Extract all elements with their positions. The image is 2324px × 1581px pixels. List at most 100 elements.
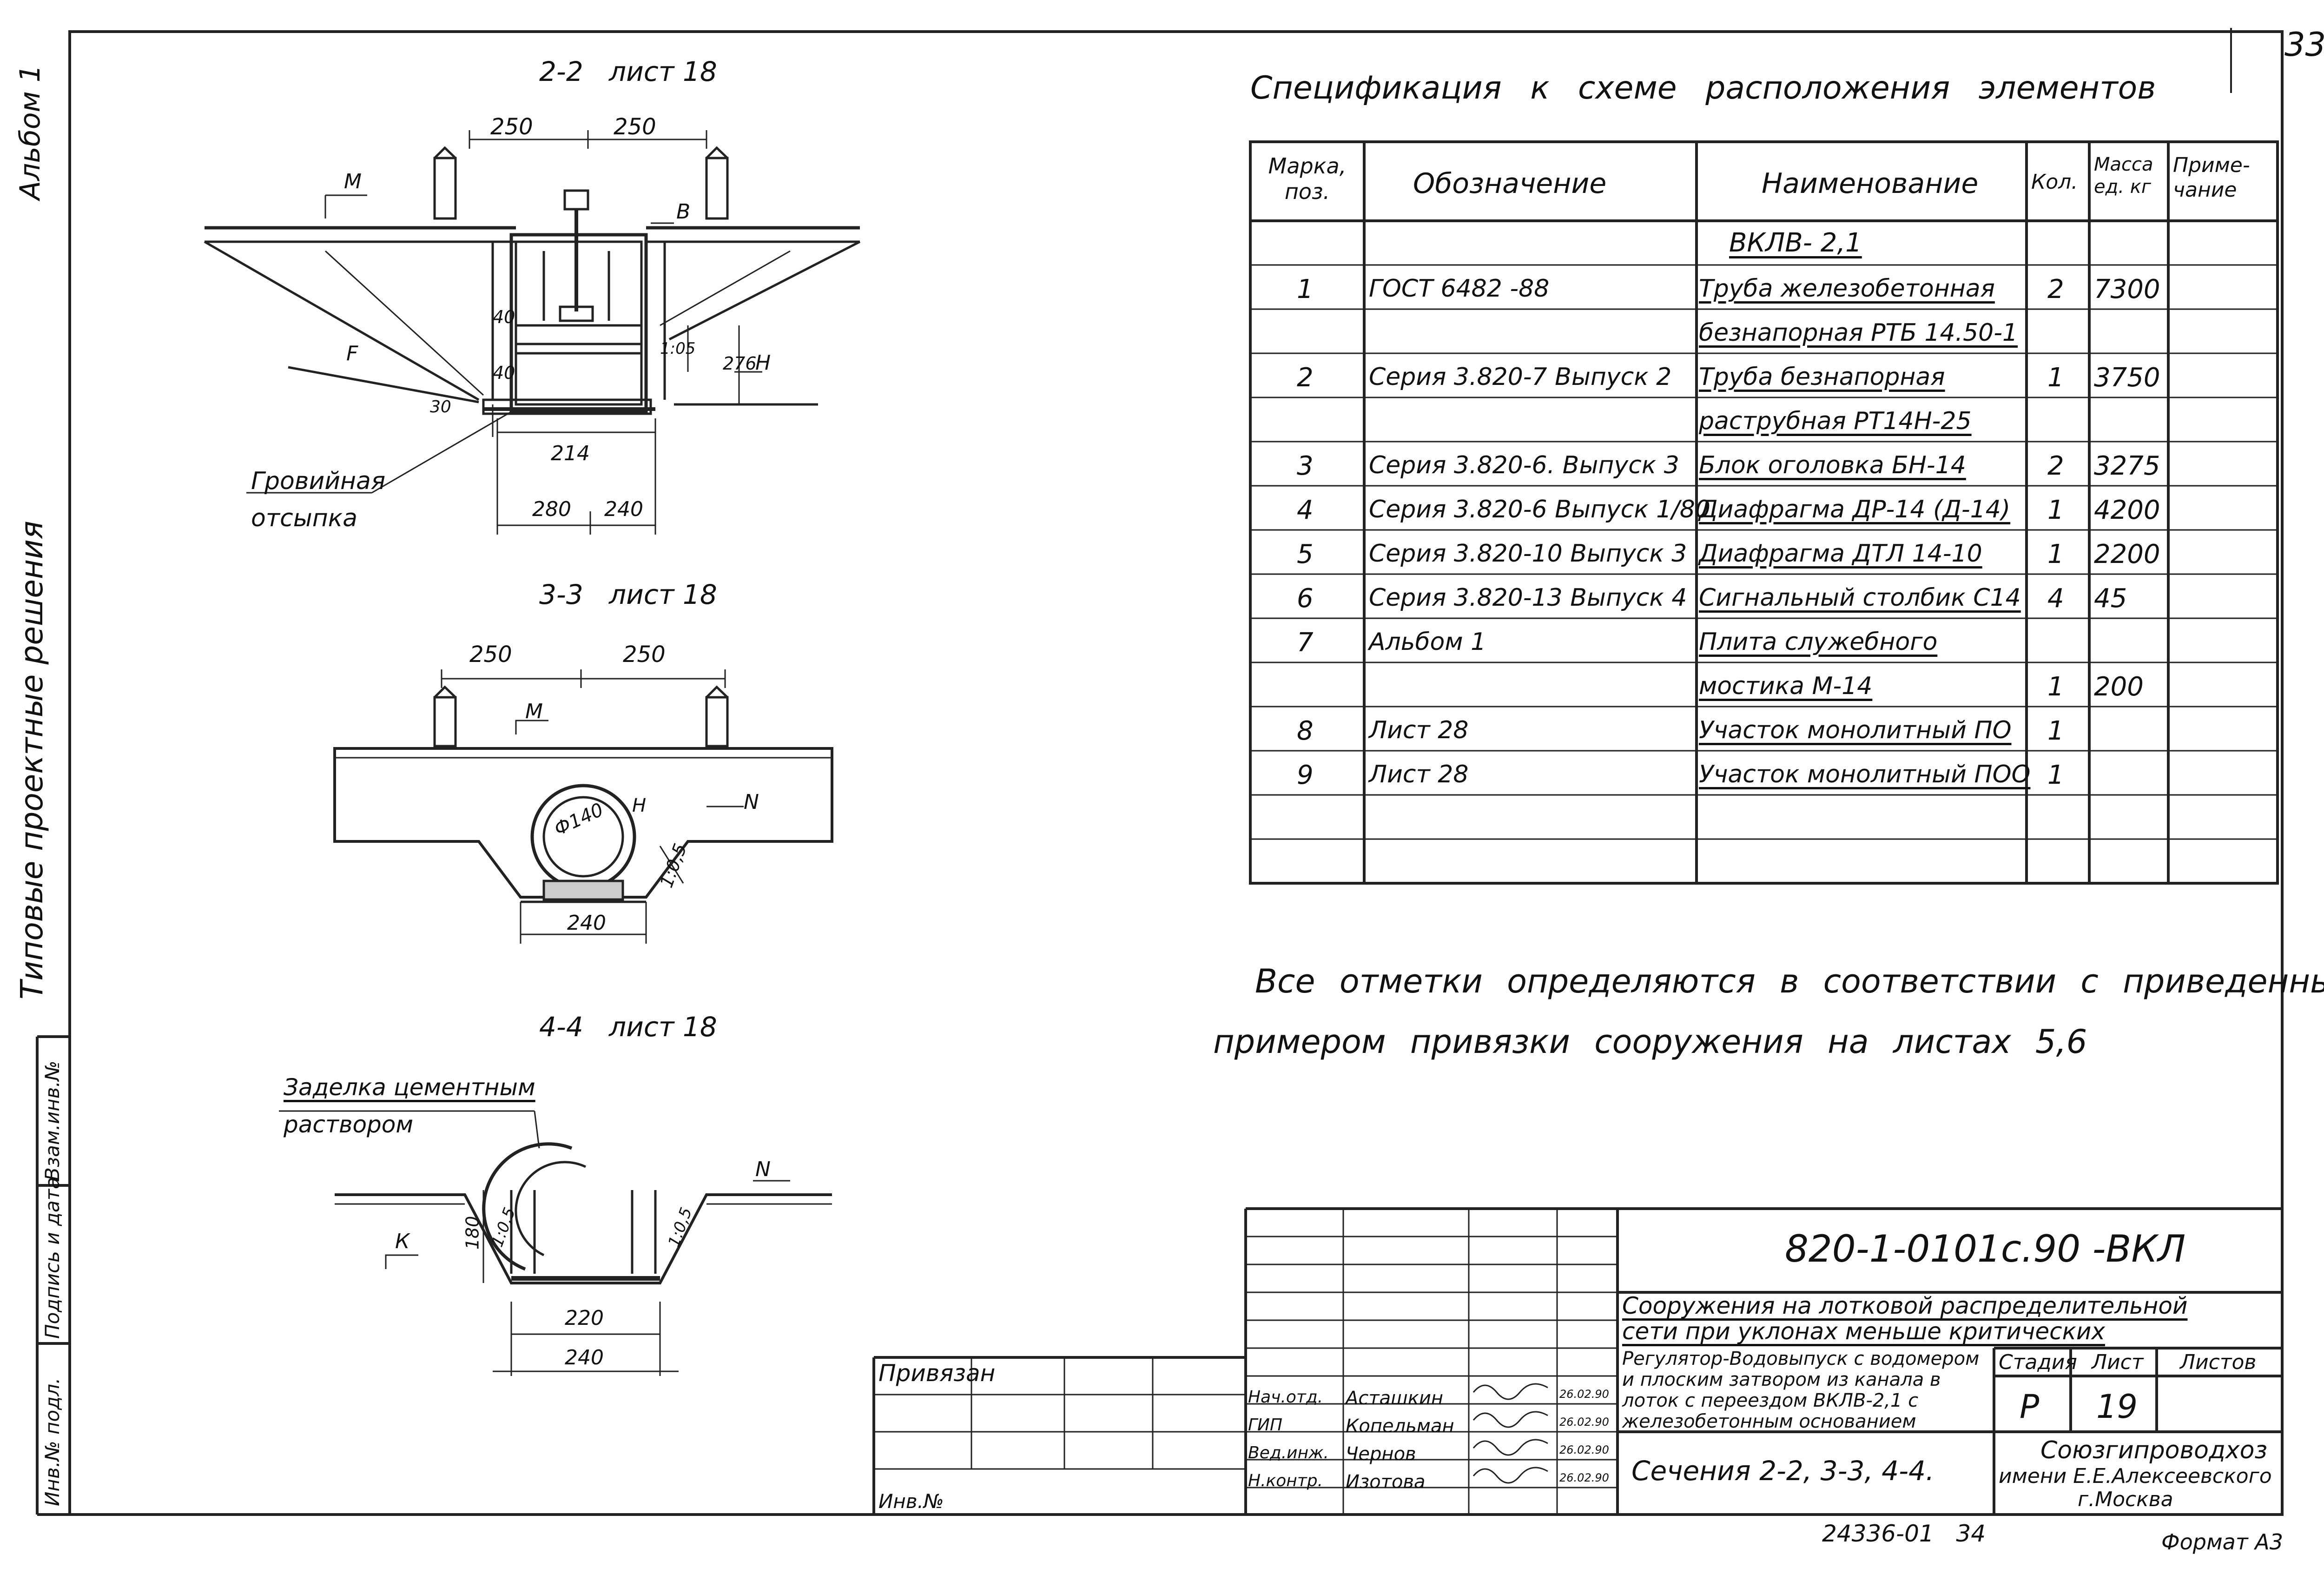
spec-cell-designation: ГОСТ 6482 -88: [1369, 275, 1550, 303]
dim-30: 30: [430, 397, 451, 417]
mark-m-33: М: [525, 700, 543, 723]
spec-title: Спецификация к схеме расположения элемен…: [1250, 70, 2156, 106]
spec-cell-qty: 1: [2047, 760, 2064, 790]
spec-cell-name: Труба железобетонная: [1699, 275, 1995, 303]
mark-b: В: [676, 200, 691, 224]
spec-cell-mass: 4200: [2094, 495, 2160, 525]
dim-280: 280: [532, 497, 571, 521]
spec-cell-qty: 2: [2047, 274, 2064, 304]
signer-date: 26.02.90: [1559, 1443, 1609, 1456]
spec-cell-designation: Альбом 1: [1369, 628, 1486, 656]
section-4-4-number: 4-4: [539, 1011, 583, 1043]
spec-cell-mass: 45: [2094, 583, 2127, 614]
gravel-note-line1: Гровийная: [251, 467, 386, 495]
gravel-note-line2: отсыпка: [251, 504, 358, 532]
dim-240-33: 240: [567, 911, 606, 935]
signer-name: Чернов: [1346, 1443, 1416, 1465]
dim-40a: 40: [493, 307, 515, 327]
stage-header: Стадия: [1999, 1350, 2077, 1374]
dim-250-right-33: 250: [623, 642, 666, 668]
signer-name: Изотова: [1346, 1471, 1426, 1493]
signer-role: ГИП: [1248, 1416, 1283, 1435]
side-label-album: Альбом 1: [14, 65, 46, 200]
spec-cell-name: безнапорная РТБ 14.50-1: [1699, 319, 2018, 347]
section-4-4-drawing: [279, 1110, 832, 1376]
dim-250-left: 250: [490, 114, 533, 140]
bound-label: Привязан: [878, 1360, 996, 1387]
general-note-line1: Все отметки определяются в соответствии …: [1255, 962, 2324, 1000]
spec-cell-pos: 2: [1297, 363, 1314, 393]
title-block-grid: [872, 1207, 2282, 1515]
spec-header-mark: Марка, поз.: [1268, 153, 1347, 205]
mark-k-44: К: [395, 1230, 410, 1253]
signer-date: 26.02.90: [1559, 1388, 1609, 1401]
spec-cell-mass: 200: [2094, 672, 2144, 702]
spec-cell-name: Блок оголовка БН-14: [1699, 451, 1966, 479]
spec-cell-qty: 1: [2047, 539, 2064, 569]
spec-group-label: ВКЛВ- 2,1: [1729, 228, 1862, 258]
spec-cell-name: Плита служебного: [1699, 628, 1938, 656]
section-3-3-number: 3-3: [539, 579, 583, 610]
spec-cell-name: Диафрагма ДТЛ 14-10: [1699, 540, 1982, 568]
mortar-note-line1: Заделка цементным: [284, 1074, 535, 1101]
desc-line2: и плоским затвором из канала в: [1622, 1369, 1941, 1390]
object-line1: Сооружения на лотковой распределительной: [1622, 1292, 2188, 1319]
dim-250-left-33: 250: [469, 642, 512, 668]
section-2-2-number: 2-2: [539, 56, 583, 87]
spec-cell-pos: 7: [1297, 628, 1314, 658]
sheet-frame: [68, 30, 2284, 1516]
spec-header-qty: Кол.: [2031, 170, 2078, 194]
spec-cell-pos: 3: [1297, 451, 1314, 481]
section-3-3-sheet: лист 18: [609, 579, 717, 610]
spec-header-mass: Масса ед. кг: [2094, 154, 2153, 198]
spec-cell-designation: Лист 28: [1369, 761, 1469, 788]
spec-cell-mass: 3750: [2094, 363, 2160, 393]
dim-180-44: 180: [462, 1216, 483, 1250]
spec-cell-pos: 1: [1297, 274, 1314, 304]
spec-cell-name: мостика М-14: [1699, 672, 1873, 700]
spec-cell-pos: 8: [1297, 716, 1314, 746]
section-3-3-drawing: [333, 669, 833, 944]
stamp-inv-label: Инв.№ подл.: [41, 1377, 64, 1506]
desc-line3: лоток с переездом ВКЛВ-2,1 с: [1622, 1390, 1919, 1411]
sheet-number: 33: [2284, 26, 2324, 64]
spec-cell-designation: Серия 3.820-7 Выпуск 2: [1369, 363, 1672, 391]
spec-cell-mass: 7300: [2094, 274, 2160, 304]
spec-cell-designation: Серия 3.820-10 Выпуск 3: [1369, 540, 1687, 568]
section-4-4-sheet: лист 18: [609, 1011, 717, 1043]
spec-cell-pos: 5: [1297, 539, 1314, 569]
signer-role: Нач.отд.: [1248, 1388, 1323, 1407]
object-line2: сети при уклонах меньше критических: [1622, 1318, 2105, 1345]
spec-cell-designation: Лист 28: [1369, 716, 1469, 744]
org-line2: имени Е.Е.Алексеевского: [1999, 1464, 2272, 1488]
mark-n: Н: [755, 351, 771, 375]
dim-220-44: 220: [565, 1306, 604, 1330]
spec-cell-mass: 2200: [2094, 539, 2160, 569]
mark-m: М: [344, 170, 362, 193]
signer-role: Вед.инж.: [1248, 1443, 1329, 1462]
spec-cell-qty: 1: [2047, 672, 2064, 702]
spec-cell-mass: 3275: [2094, 451, 2160, 481]
spec-cell-name: Сигнальный столбик С14: [1699, 584, 2021, 612]
signer-role: Н.контр.: [1248, 1471, 1323, 1490]
stamp-sign-label: Подпись и дата: [41, 1177, 64, 1339]
desc-line4: железобетонным основанием: [1622, 1411, 1916, 1432]
spec-cell-name: раструбная РТ14Н-25: [1699, 407, 1972, 435]
spec-table-grid: [1249, 140, 2279, 885]
mark-f: F: [346, 342, 358, 365]
spec-cell-name: Труба безнапорная: [1699, 363, 1945, 391]
spec-cell-pos: 6: [1297, 583, 1314, 614]
org-line1: Союзгипроводхоз: [2040, 1436, 2268, 1464]
archive-code: 24336-01: [1822, 1520, 1934, 1547]
section-2-2-title: 2-2 лист 18: [539, 56, 717, 87]
general-note-line2: примером привязки сооружения на листах 5…: [1213, 1023, 2087, 1061]
spec-cell-pos: 4: [1297, 495, 1314, 525]
signer-date: 26.02.90: [1559, 1471, 1609, 1484]
org-line3: г.Москва: [2078, 1488, 2173, 1511]
dim-240-44: 240: [565, 1346, 604, 1369]
signer-name: Копельман: [1346, 1416, 1454, 1437]
archive-number: 24336-01 34: [1822, 1520, 1986, 1547]
side-label-series: Типовые проектные решения: [14, 521, 50, 999]
desc-line1: Регулятор-Водовыпуск с водомером: [1622, 1348, 1980, 1369]
dim-250-right: 250: [614, 114, 656, 140]
